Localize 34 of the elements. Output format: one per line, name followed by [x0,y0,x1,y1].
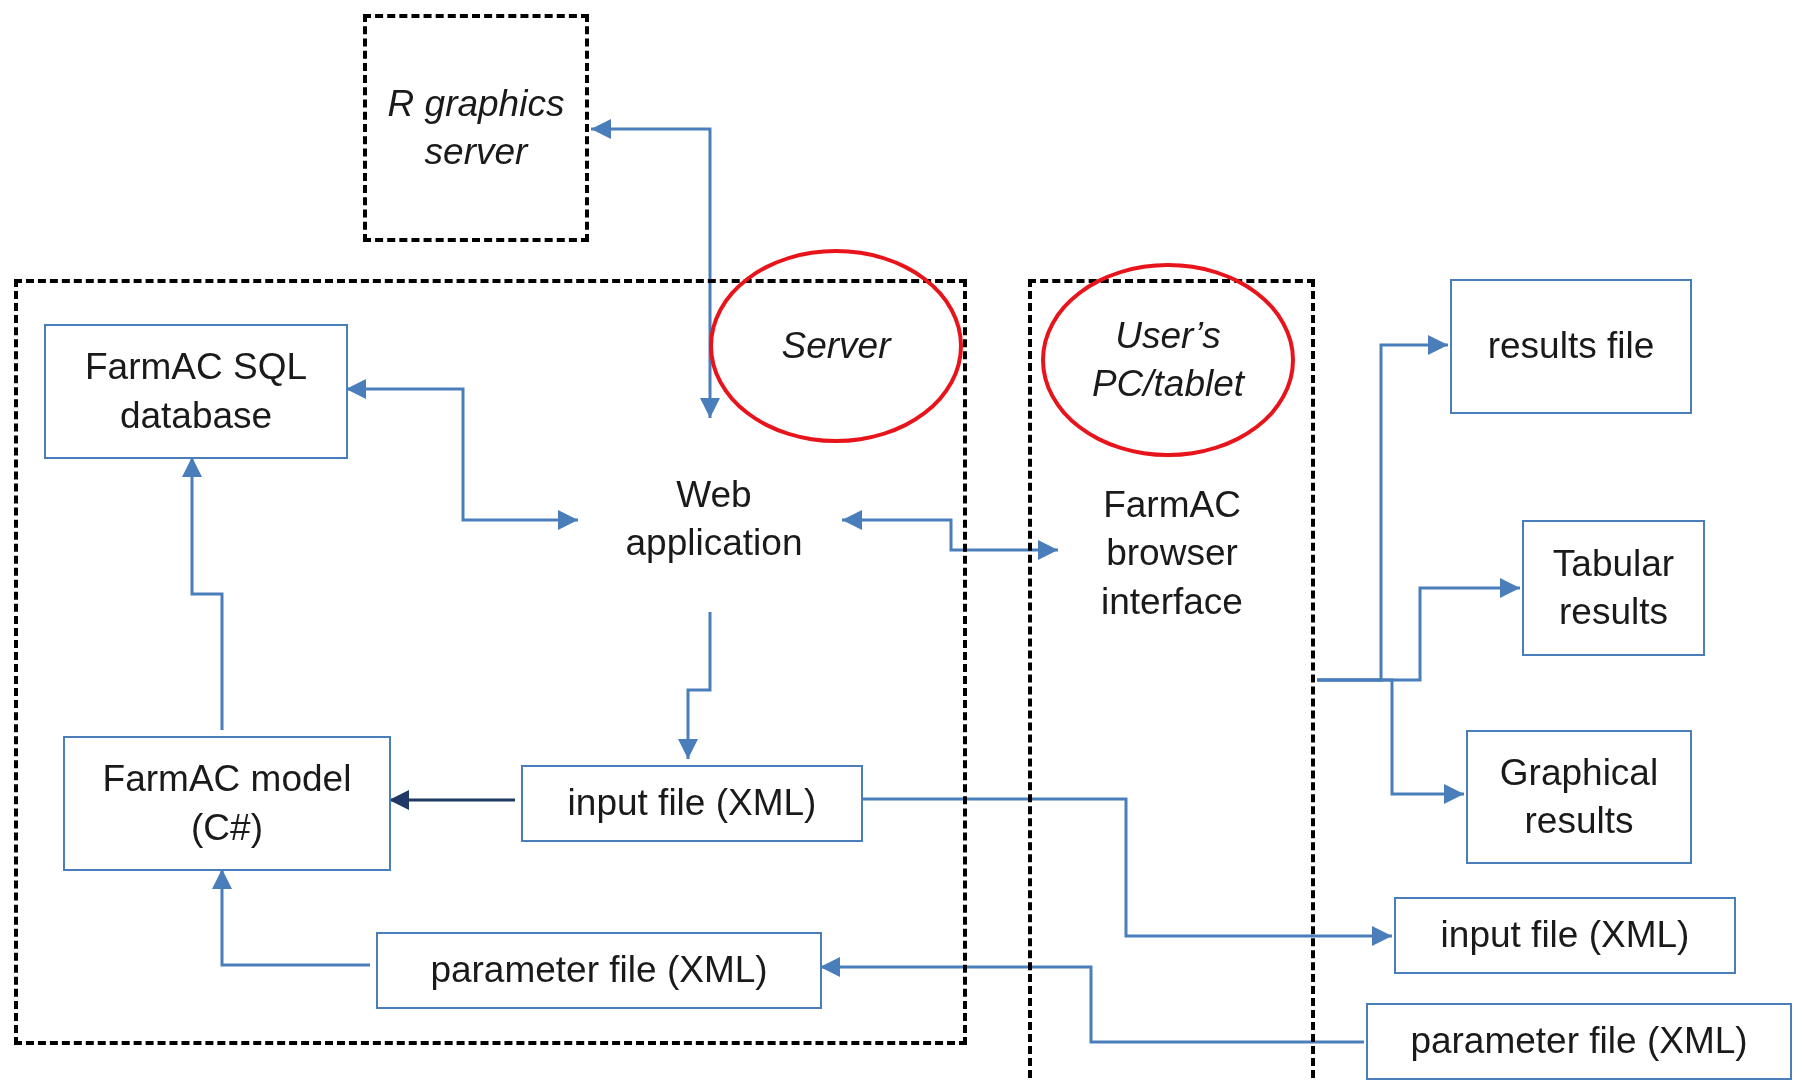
server-group [14,279,967,1045]
highlight-ellipse [709,249,963,443]
node-label: FarmAC model (C#) [101,757,353,850]
node-label: Web application [624,472,804,565]
node-label: parameter file (XML) [1410,1019,1748,1064]
server-box [363,14,589,242]
node-label: input file (XML) [1440,913,1690,958]
file-box [521,765,863,842]
node-label: Server [781,323,891,368]
database-box [44,324,348,459]
arrow [1317,678,1464,804]
arrow [842,510,1058,560]
arrow [591,119,720,418]
highlight-ellipse [1041,263,1295,457]
arrow [182,457,224,730]
output-box [1450,279,1692,414]
client-group [1028,279,1315,1078]
file-box [376,932,822,1009]
model-box [63,736,391,871]
node-label: Tabular results [1551,541,1676,634]
node-label: FarmAC SQL database [83,345,308,438]
arrow [678,612,712,759]
output-box [1466,730,1692,864]
output-box [1522,520,1705,656]
node-label: R graphics server [386,81,566,174]
node-label: FarmAC browser interface [1100,483,1244,624]
arrow [212,869,370,967]
file-box [1366,1003,1792,1080]
node-label: parameter file (XML) [430,948,768,993]
node-label: input file (XML) [567,781,817,826]
node-label: User’s PC/tablet [1090,313,1247,406]
file-box [1394,897,1736,974]
node-label: Graphical results [1498,750,1660,843]
node-label: results file [1487,324,1655,369]
